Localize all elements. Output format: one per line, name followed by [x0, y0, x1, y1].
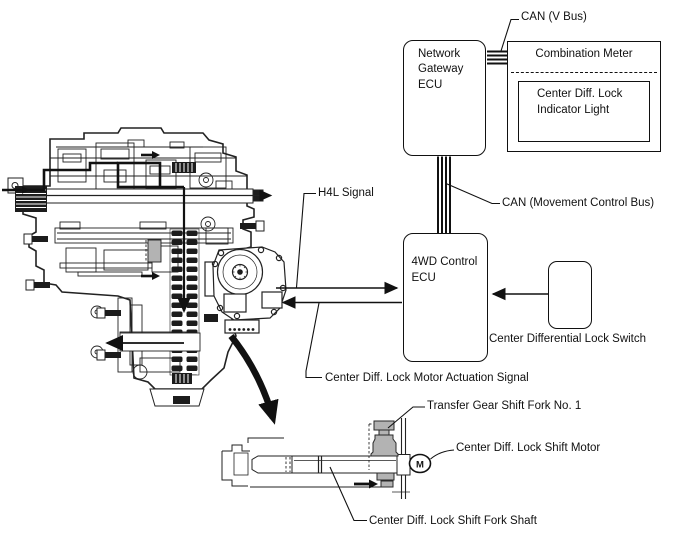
transfer-case-illustration: [2, 127, 287, 407]
zoom-callout-arrow: [228, 333, 279, 425]
actuation-signal-label: Center Diff. Lock Motor Actuation Signal: [325, 372, 529, 384]
detail-view-illustration: M: [221, 418, 432, 499]
h4l-signal-label: H4L Signal: [318, 187, 374, 199]
can-movement-bus-wires: [437, 156, 451, 233]
combination-meter-title: Combination Meter: [535, 48, 633, 60]
shift-fork-main-view: [145, 239, 162, 263]
center-diff-lock-switch-label: Center Differential Lock Switch: [489, 333, 647, 345]
case-bolts: [23, 220, 265, 361]
can-v-bus-label: CAN (V Bus): [521, 11, 587, 23]
leader-lines: [295, 18, 519, 522]
shift-motor-label: Center Diff. Lock Shift Motor: [456, 442, 601, 454]
meter-divider-line: [511, 72, 657, 73]
signal-lines: [276, 50, 548, 309]
indicator-light-box: Center Diff. Lock Indicator Light: [518, 81, 650, 142]
center-diff-lock-switch[interactable]: [548, 261, 592, 329]
can-v-bus-wires: [487, 50, 507, 65]
direction-arrows: [141, 151, 160, 280]
4wd-control-ecu-box: 4WD Control ECU: [402, 233, 488, 362]
shift-fork-shaft-label: Center Diff. Lock Shift Fork Shaft: [369, 515, 537, 527]
indicator-light-label: Center Diff. Lock Indicator Light: [537, 88, 623, 116]
4wd-control-ecu-label: 4WD Control ECU: [411, 256, 478, 284]
can-movement-bus-label: CAN (Movement Control Bus): [502, 197, 655, 209]
network-gateway-ecu-box: Network Gateway ECU: [403, 39, 486, 156]
transfer-gear-shift-fork-label: Transfer Gear Shift Fork No. 1: [427, 400, 582, 412]
motor-letter: M: [416, 460, 424, 471]
shift-motor-icon: M: [408, 453, 432, 474]
shift-actuator-motor-icon: [204, 246, 287, 334]
network-gateway-ecu-label: Network Gateway ECU: [418, 47, 464, 91]
transfer-gear-shift-fork: [368, 420, 399, 488]
power-flow-path: [2, 161, 191, 352]
